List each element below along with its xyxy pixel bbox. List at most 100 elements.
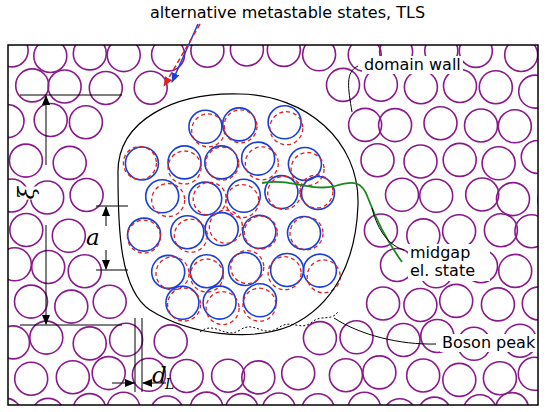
alternative-state-circle [244, 216, 277, 249]
particle-circle [303, 45, 336, 71]
particle-circle [521, 141, 538, 174]
particle-circle [479, 71, 512, 104]
annotation-label: midgap el. state [408, 244, 490, 281]
particle-circle [499, 254, 532, 287]
particle-circle [205, 213, 238, 246]
particle-circle [73, 327, 106, 360]
a-dimension [96, 206, 128, 270]
alternative-state-circle [174, 219, 207, 252]
particle-circle [498, 110, 531, 143]
particle-circle [110, 323, 143, 356]
particle-circle [420, 179, 453, 212]
particle-circle [443, 143, 476, 176]
particle-circle [327, 68, 360, 101]
alternative-state-circle [123, 147, 156, 180]
particle-circle [89, 72, 122, 105]
particle-circle [515, 215, 538, 248]
alternative-state-circle [300, 175, 333, 208]
particle-circle [265, 176, 298, 209]
particle-circle [152, 45, 185, 71]
particle-circle [243, 215, 276, 248]
particle-circle [55, 290, 88, 323]
particle-circle [191, 45, 224, 67]
alternative-state-circle [307, 260, 340, 293]
particle-circle [424, 107, 457, 140]
leader-line [334, 318, 436, 344]
particle-circle [482, 147, 515, 180]
particle-circle [73, 45, 106, 70]
alternative-state-circle [224, 110, 257, 143]
particle-circle [205, 146, 238, 179]
leader-line [372, 208, 404, 250]
particle-circle [242, 361, 275, 394]
particle-circle [349, 108, 382, 141]
particle-circle [361, 144, 394, 177]
particle-circle [379, 109, 412, 142]
particle-circle [128, 218, 161, 251]
particle-circle [383, 399, 416, 405]
particle-circle [152, 255, 185, 288]
particle-circle [15, 285, 48, 318]
particle-circle [16, 69, 49, 102]
particle-circle [56, 361, 89, 394]
particle-circle [15, 362, 48, 395]
particle-circles [8, 45, 538, 405]
alternative-state-circle [245, 147, 278, 180]
particle-circle [497, 183, 530, 216]
particle-circle [440, 284, 473, 317]
alternative-state-circle [168, 288, 201, 321]
particle-circle [407, 359, 440, 392]
particle-circle [367, 287, 400, 320]
particle-circle [230, 45, 263, 66]
alternative-state-circle [243, 288, 276, 321]
particle-circle [32, 398, 65, 405]
particle-circle [32, 251, 65, 284]
particle-circle [522, 287, 538, 320]
particle-circle [340, 321, 373, 354]
alternative-state-circle [270, 112, 303, 145]
particle-circle [418, 397, 451, 405]
alternative-state-circle [268, 257, 301, 290]
particle-circle [70, 179, 103, 212]
particle-circle [268, 106, 301, 139]
particle-circle [329, 359, 362, 392]
frame [8, 45, 538, 405]
xi-dimension [20, 95, 122, 325]
particle-circle [8, 105, 24, 138]
particle-circle [267, 45, 300, 66]
particle-circle [484, 214, 517, 247]
particle-circle [463, 395, 496, 405]
particle-circle [483, 362, 516, 395]
particle-circle [443, 215, 476, 248]
alternative-state-circle [152, 184, 185, 217]
particle-circle [444, 70, 477, 103]
particle-circle [34, 104, 67, 137]
particle-circle [8, 45, 28, 67]
annotation-label: domain wall [362, 56, 463, 74]
dl-dimension [112, 318, 166, 392]
alternative-state-circle [190, 259, 223, 292]
particle-circle [107, 45, 140, 72]
particle-circle [93, 285, 126, 318]
alternative-state-circle [290, 217, 323, 250]
particle-circle [348, 392, 381, 405]
leader-line [164, 24, 200, 86]
particle-circle [519, 75, 538, 108]
particle-circle [150, 396, 183, 405]
particle-circle [282, 357, 315, 390]
alternative-state-circle [206, 292, 239, 325]
particle-circle [8, 398, 22, 405]
particle-circle [8, 326, 30, 359]
particle-circle [48, 70, 81, 103]
particle-circle [52, 219, 85, 252]
particle-circle [212, 359, 245, 392]
alternative-state-circle [168, 151, 201, 184]
particle-circle [481, 288, 514, 321]
particle-circle [107, 392, 140, 405]
particle-circle [505, 45, 538, 72]
annotation-label: Boson peak [440, 334, 537, 352]
particle-circle [404, 145, 437, 178]
alternative-state-circle [156, 257, 189, 290]
particle-circle [134, 71, 167, 104]
leader-line [349, 66, 358, 112]
